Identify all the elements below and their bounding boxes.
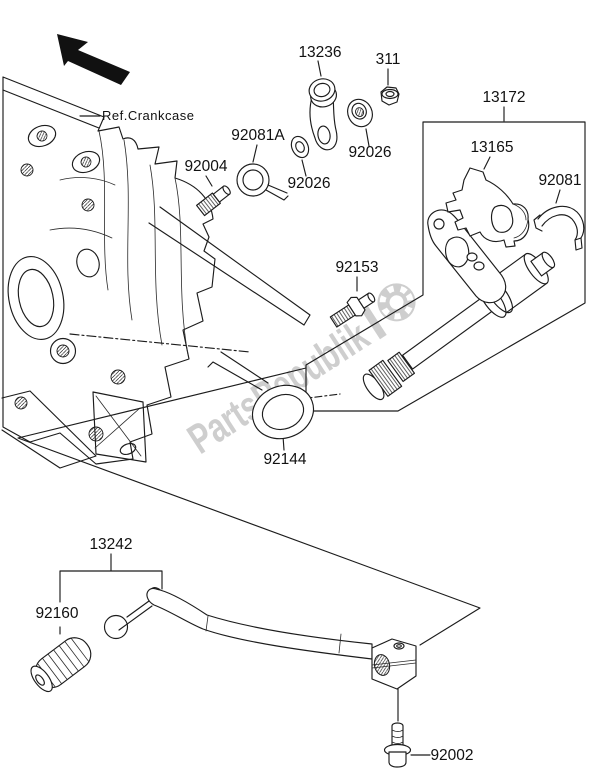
ref-crankcase-label: Ref.Crankcase xyxy=(102,108,194,123)
gear-icon xyxy=(377,283,416,322)
return-spring-92144 xyxy=(207,351,315,440)
part-label-92026-lower: 92026 xyxy=(287,175,330,192)
part-label-92081: 92081 xyxy=(538,172,581,189)
assembly-box-13172 xyxy=(305,121,586,412)
direction-arrow xyxy=(57,34,130,85)
part-label-92002: 92002 xyxy=(430,747,473,764)
stud-92004 xyxy=(196,185,231,217)
part-label-92081a: 92081A xyxy=(231,127,285,144)
washer-92026-upper xyxy=(347,98,373,128)
bolt-92153 xyxy=(329,292,376,328)
pedal-clamp xyxy=(371,638,417,690)
pedal-bolt-92002 xyxy=(383,722,412,768)
bolt-boss xyxy=(27,124,57,148)
part-label-13172: 13172 xyxy=(482,89,525,106)
part-label-311: 311 xyxy=(376,51,401,68)
shift-arm xyxy=(427,209,507,304)
part-label-92153: 92153 xyxy=(335,259,378,276)
part-label-92160: 92160 xyxy=(35,605,78,622)
mount-lug xyxy=(92,391,147,463)
part-label-13242: 13242 xyxy=(89,536,132,553)
lever-13236 xyxy=(308,78,338,151)
part-label-92004: 92004 xyxy=(184,158,227,175)
washer-92026-lower xyxy=(290,135,310,159)
watermark: PartsRepublik xyxy=(179,283,416,463)
part-label-92026-upper: 92026 xyxy=(348,144,391,161)
torsion-spring-92081a xyxy=(236,163,289,201)
nut-311 xyxy=(380,86,400,106)
part-label-13236: 13236 xyxy=(298,44,341,61)
part-label-13165: 13165 xyxy=(470,139,513,156)
part-label-92144: 92144 xyxy=(263,451,306,468)
footpeg-92160 xyxy=(30,637,92,693)
pedal-assembly xyxy=(103,587,417,690)
cam-plate-13165 xyxy=(445,167,530,248)
labels: Ref.Crankcase 13236 311 92081A 92004 920… xyxy=(35,44,581,764)
bolt-boss xyxy=(71,150,101,174)
spring-clip-92081 xyxy=(533,205,585,251)
bearing-opening xyxy=(7,255,65,341)
watermark-bar xyxy=(359,303,387,340)
crankcase-drawing xyxy=(1,76,341,469)
